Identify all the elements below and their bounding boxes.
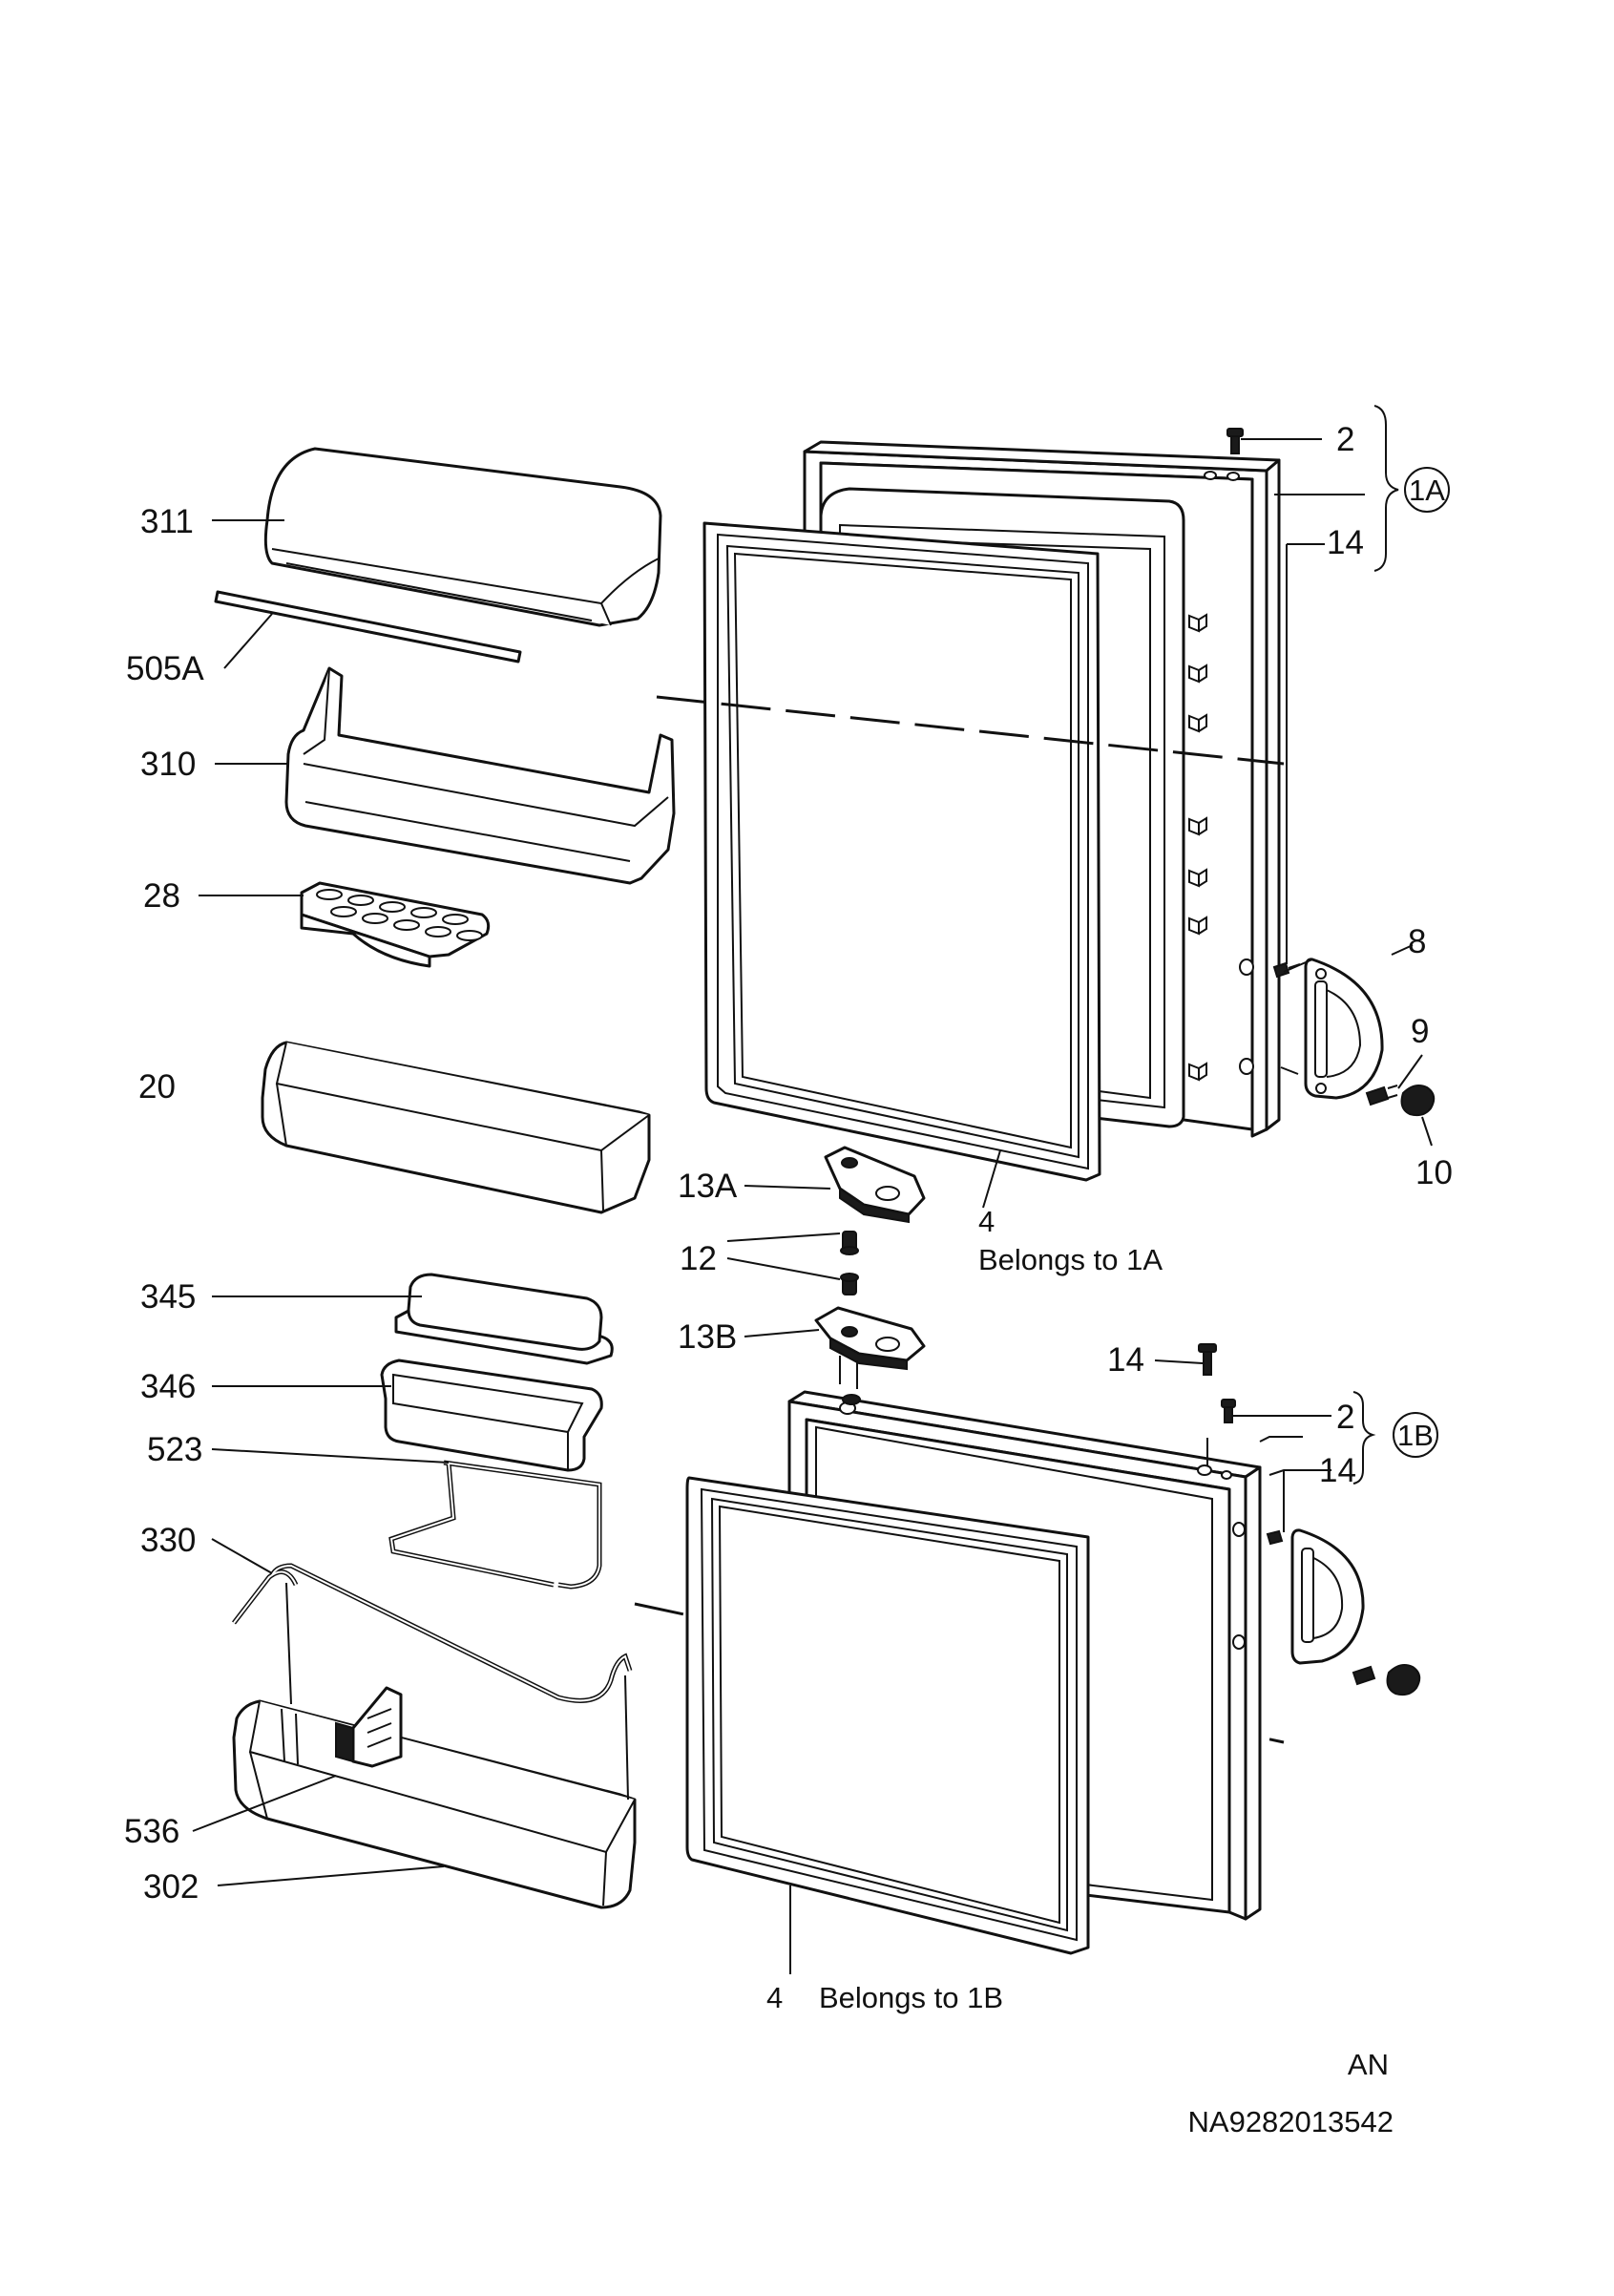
assembly-brace-1a <box>1373 405 1450 572</box>
part-345-butter-lid <box>394 1273 614 1365</box>
gasket-lower <box>685 1476 1090 1955</box>
drawing-number: NA9282013542 <box>1188 2105 1394 2138</box>
part-28-egg-tray <box>300 881 491 968</box>
label-311: 311 <box>140 503 194 540</box>
label-14-top: 14 <box>1327 524 1364 561</box>
label-14-bottom: 14 <box>1319 1452 1356 1489</box>
leader-lines <box>192 438 1433 1974</box>
gasket-1a-number: 4 <box>978 1205 995 1238</box>
assembly-label-1b: 1B <box>1397 1419 1434 1452</box>
label-8: 8 <box>1408 923 1426 960</box>
label-330: 330 <box>140 1522 196 1559</box>
part-310-shelf <box>284 666 676 885</box>
part-311-dairy-lid <box>263 447 662 627</box>
cap-10 <box>1400 1085 1436 1117</box>
gasket-1a-note: Belongs to 1A <box>978 1243 1163 1276</box>
label-20: 20 <box>138 1068 176 1106</box>
label-302: 302 <box>143 1868 199 1906</box>
part-505a-strip <box>214 590 522 664</box>
screw-2-lower <box>1221 1399 1236 1423</box>
label-28: 28 <box>143 877 180 915</box>
footer-code: AN <box>1348 2048 1389 2081</box>
part-536-divider <box>335 1686 403 1768</box>
part-346-butter-box <box>380 1359 603 1472</box>
pin-12 <box>840 1231 859 1295</box>
part-302-bottle-shelf <box>232 1699 637 1909</box>
part-330-wire-bar <box>232 1563 633 1703</box>
screw-lower-side <box>1266 1529 1421 1696</box>
label-2-top: 2 <box>1336 421 1354 458</box>
label-12: 12 <box>680 1240 717 1277</box>
screw-2-upper <box>1226 428 1244 454</box>
label-2-bottom: 2 <box>1336 1399 1354 1436</box>
part-523-wire-rack <box>388 1460 602 1590</box>
screw-9 <box>1365 1085 1398 1106</box>
label-536: 536 <box>124 1813 179 1850</box>
part-20-shelf <box>261 1041 651 1214</box>
label-14-mid: 14 <box>1107 1341 1144 1379</box>
gasket-1b-number: 4 <box>766 1981 783 2014</box>
handle-lower <box>1290 1528 1365 1665</box>
label-505a: 505A <box>126 650 204 687</box>
axis-line-upper <box>656 695 1285 766</box>
label-13b: 13B <box>678 1318 737 1356</box>
assembly-brace-1b <box>1352 1391 1438 1485</box>
shelf-clips-upper <box>1188 613 1207 1082</box>
label-345: 345 <box>140 1278 196 1316</box>
hinge-13b <box>814 1306 926 1405</box>
gasket-1b-note: Belongs to 1B <box>819 1981 1003 2014</box>
handle-upper <box>1304 958 1384 1100</box>
label-13a: 13A <box>678 1168 738 1205</box>
label-9: 9 <box>1411 1013 1429 1050</box>
label-346: 346 <box>140 1368 196 1405</box>
gasket-upper <box>702 521 1101 1182</box>
screw-14-mid <box>1198 1343 1217 1376</box>
label-10: 10 <box>1415 1154 1453 1191</box>
assembly-label-1a: 1A <box>1409 474 1445 507</box>
hinge-13a <box>824 1146 926 1224</box>
label-310: 310 <box>140 746 196 783</box>
label-523: 523 <box>147 1431 202 1468</box>
